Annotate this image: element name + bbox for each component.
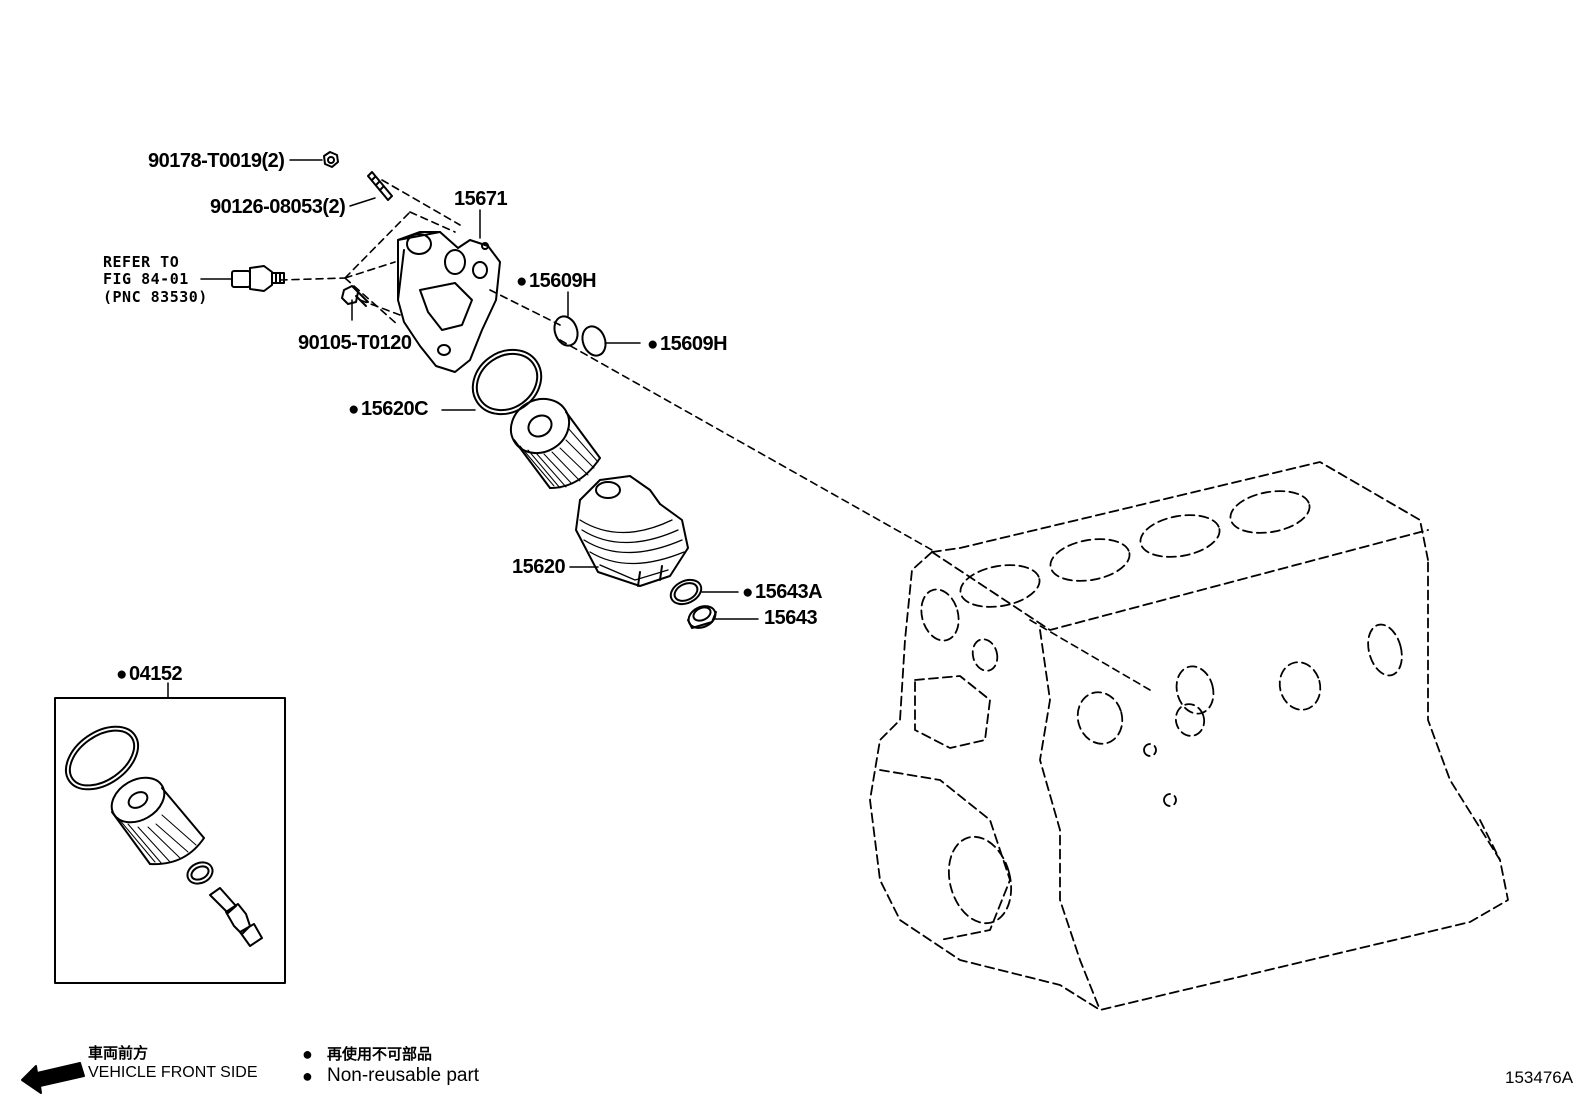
bolt-90105 [341, 285, 369, 307]
refer-fig-label[interactable]: FIG 84-01 [103, 270, 189, 288]
nut-90178 [323, 151, 339, 168]
non-reusable-jp: 再使用不可部品 [327, 1045, 433, 1063]
o-ring-15609h-b [581, 325, 607, 357]
leader-lines [167, 159, 759, 698]
callout-15620c[interactable]: 15620C [348, 398, 429, 421]
callout-15620[interactable]: 15620 [512, 556, 566, 578]
engine-block [869, 461, 1509, 1011]
callout-15643[interactable]: 15643 [764, 607, 818, 629]
element-kit-box-04152 [54, 697, 286, 984]
non-reusable-bullet-en: ● [302, 1066, 313, 1086]
gasket-15643a [669, 578, 703, 606]
stud-bolt-90126 [367, 171, 393, 201]
o-ring-15620c [471, 348, 543, 416]
vehicle-front-en: VEHICLE FRONT SIDE [88, 1064, 258, 1081]
non-reusable-bullet-jp: ● [302, 1044, 313, 1064]
callout-15609h-a[interactable]: 15609H [516, 270, 597, 293]
drain-plug-15643 [687, 605, 717, 629]
assembly-dashed-lines [279, 179, 1151, 691]
o-ring-15609h-a [553, 315, 579, 347]
oil-pressure-switch [231, 265, 285, 292]
callout-15643a[interactable]: 15643A [742, 581, 823, 604]
refer-to-label: REFER TO [103, 253, 180, 271]
callout-15609h-b[interactable]: 15609H [647, 333, 728, 356]
callout-90126[interactable]: 90126-08053(2) [210, 196, 346, 218]
figure-id: 153476A [1505, 1068, 1574, 1087]
non-reusable-en: Non-reusable part [327, 1065, 480, 1086]
callout-15671[interactable]: 15671 [454, 188, 508, 210]
callout-90105[interactable]: 90105-T0120 [298, 332, 412, 354]
callout-90178[interactable]: 90178-T0019(2) [148, 150, 285, 172]
oil-filter-bracket-15671 [397, 231, 501, 373]
vehicle-front-arrow [21, 1062, 85, 1094]
oil-filter-cap-15620 [575, 475, 689, 587]
refer-pnc-label: (PNC 83530) [103, 288, 208, 306]
callout-04152[interactable]: 04152 [116, 663, 183, 686]
vehicle-front-jp: 車両前方 [88, 1044, 149, 1062]
filter-element [509, 397, 601, 489]
